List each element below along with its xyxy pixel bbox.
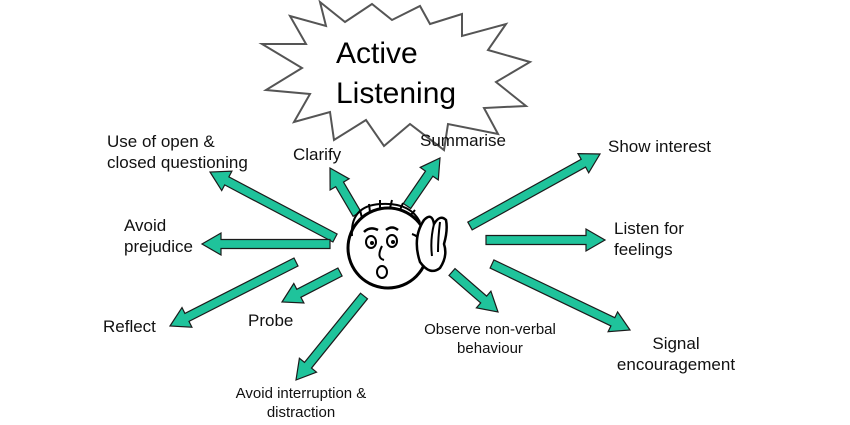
label-line: encouragement bbox=[616, 355, 736, 374]
label-probe: Probe bbox=[248, 311, 294, 330]
label-reflect: Reflect bbox=[103, 317, 156, 336]
arrow-show-interest bbox=[466, 152, 602, 231]
label-line: Avoid interruption & bbox=[235, 385, 367, 402]
arrow-summarise bbox=[402, 157, 441, 210]
label-open-closed-questioning: Use of open & closed questioning bbox=[107, 131, 248, 173]
title-line-2: Listening bbox=[336, 77, 457, 110]
label-observe-non-verbal: Observe non-verbal behaviour bbox=[410, 320, 570, 358]
label-line: Avoid bbox=[124, 216, 167, 235]
diagram-title: Active Listening bbox=[336, 34, 456, 114]
label-line: feelings bbox=[614, 240, 673, 259]
arrow-open-closed-questioning bbox=[208, 170, 338, 243]
arrow-group bbox=[168, 152, 632, 381]
label-avoid-prejudice: Avoid prejudice bbox=[124, 215, 193, 257]
label-clarify: Clarify bbox=[293, 145, 342, 164]
label-show-interest: Show interest bbox=[608, 137, 711, 156]
label-line: Use of open & bbox=[107, 132, 215, 151]
label-line: closed questioning bbox=[107, 153, 248, 172]
listening-face-icon bbox=[346, 199, 448, 290]
label-avoid-interruption: Avoid interruption & distraction bbox=[216, 384, 386, 422]
label-line: prejudice bbox=[124, 237, 193, 256]
label-line: Listen for bbox=[614, 219, 684, 238]
title-burst bbox=[258, 0, 533, 152]
label-summarise: Summarise bbox=[420, 131, 506, 150]
arrow-probe bbox=[280, 267, 343, 304]
arrow-observe-non-verbal bbox=[448, 267, 499, 313]
arrow-avoid-interruption bbox=[295, 292, 369, 381]
arrow-avoid-prejudice bbox=[200, 231, 331, 257]
label-line: Observe non-verbal bbox=[424, 321, 556, 338]
arrow-reflect bbox=[168, 257, 299, 328]
label-listen-for-feelings: Listen for feelings bbox=[614, 218, 684, 260]
label-line: Signal bbox=[652, 334, 700, 353]
label-signal-encouragement: Signal encouragement bbox=[606, 333, 746, 375]
label-line: behaviour bbox=[457, 340, 523, 357]
label-line: distraction bbox=[266, 404, 336, 421]
arrow-listen-for-feelings bbox=[485, 227, 607, 253]
title-line-1: Active bbox=[336, 37, 418, 70]
arrow-clarify bbox=[329, 166, 362, 218]
arrow-signal-encouragement bbox=[489, 259, 632, 333]
